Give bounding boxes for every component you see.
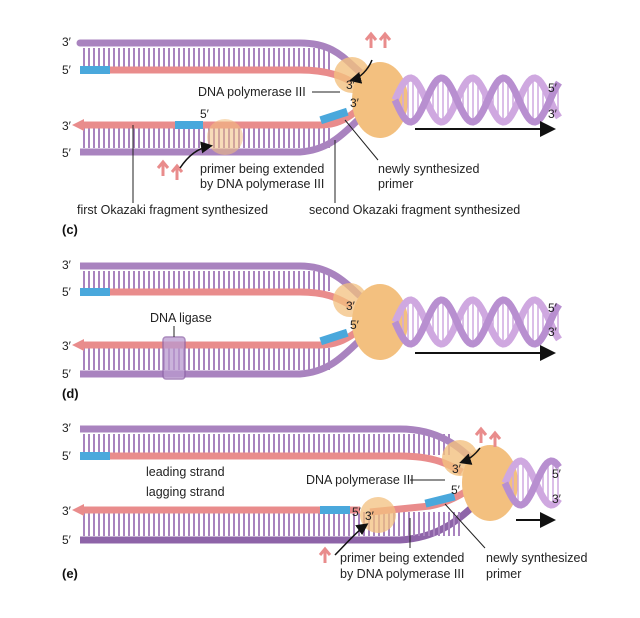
e-leading-new bbox=[80, 452, 464, 476]
c-leading-new bbox=[80, 66, 354, 86]
c-label-dna-pol: DNA polymerase III bbox=[198, 85, 306, 99]
d-end-t1: 3′ bbox=[62, 258, 72, 272]
e-end-t1: 3′ bbox=[62, 421, 72, 435]
e-bottom-rungs bbox=[83, 512, 460, 536]
e-end-b1: 3′ bbox=[62, 504, 72, 518]
e-end-lag5b: 5′ bbox=[451, 483, 461, 497]
d-bottom-rungs bbox=[83, 348, 330, 370]
d-end-fork3: 3′ bbox=[346, 299, 356, 313]
d-lagging-arrowhead bbox=[72, 339, 84, 351]
d-panel-letter: (d) bbox=[62, 386, 79, 401]
e-end-fork3: 3′ bbox=[452, 462, 462, 476]
e-dna-pol-lagging bbox=[360, 497, 396, 533]
e-lagging-arrowhead bbox=[72, 504, 84, 516]
helix-strand bbox=[391, 296, 562, 348]
e-label-primer-ext-1: primer being extended bbox=[340, 551, 464, 565]
e-leader-newly bbox=[444, 503, 486, 549]
d-end-t2: 5′ bbox=[62, 285, 72, 299]
c-end-b2: 5′ bbox=[62, 146, 72, 160]
c-top-rungs bbox=[83, 48, 330, 70]
c-end-r1: 5′ bbox=[548, 81, 558, 95]
c-label-primer-ext-1: primer being extended bbox=[200, 162, 324, 176]
e-label-dna-pol: DNA polymerase III bbox=[306, 473, 414, 487]
c-lagging-arrowhead bbox=[72, 119, 84, 131]
e-incoming-arrow-2 bbox=[334, 523, 369, 556]
e-label-lagging: lagging strand bbox=[146, 485, 225, 499]
c-end-b1: 3′ bbox=[62, 119, 72, 133]
d-bottom-template bbox=[80, 337, 363, 378]
c-lagging-new bbox=[80, 109, 358, 129]
e-end-lag3: 3′ bbox=[365, 509, 375, 523]
e-label-primer-ext-2: by DNA polymerase III bbox=[340, 567, 464, 581]
e-primer-1 bbox=[320, 506, 350, 514]
panel-e: 3′ 5′ 3′ 5′ 5′ 3′ 3′ 5′ 3′ 5′ leading st… bbox=[62, 421, 587, 581]
c-primer-1 bbox=[175, 121, 203, 129]
helix-strand bbox=[391, 74, 562, 126]
e-label-newly-2: primer bbox=[486, 567, 521, 581]
e-top-rungs bbox=[83, 434, 450, 455]
c-end-r2: 3′ bbox=[548, 107, 558, 121]
e-end-r2: 3′ bbox=[552, 492, 562, 506]
c-leader-newly bbox=[344, 119, 379, 161]
e-label-newly-1: newly synthesized bbox=[486, 551, 587, 565]
d-end-r1: 5′ bbox=[548, 301, 558, 315]
e-end-r1: 5′ bbox=[552, 467, 562, 481]
helix-strand bbox=[501, 457, 562, 509]
e-leading-primer bbox=[80, 452, 110, 460]
d-end-b2: 5′ bbox=[62, 367, 72, 381]
helix-strand bbox=[391, 296, 562, 348]
e-helicase bbox=[462, 445, 518, 521]
c-bottom-rungs bbox=[83, 128, 330, 148]
d-primer bbox=[319, 328, 349, 346]
d-leading-primer bbox=[80, 288, 110, 296]
c-end-lag3: 3′ bbox=[350, 96, 360, 110]
c-end-t2: 5′ bbox=[62, 63, 72, 77]
c-incoming-arrow-2 bbox=[179, 141, 213, 169]
d-ligase bbox=[162, 336, 186, 380]
e-nucleotide-icon bbox=[318, 426, 502, 563]
helix-strand bbox=[501, 457, 562, 509]
e-label-leading: leading strand bbox=[146, 465, 225, 479]
e-helix bbox=[501, 457, 562, 509]
d-label-ligase: DNA ligase bbox=[150, 311, 212, 325]
d-leading-new bbox=[80, 288, 354, 310]
c-helix bbox=[391, 74, 562, 126]
e-incoming-arrow-1 bbox=[459, 447, 481, 465]
c-panel-letter: (c) bbox=[62, 222, 78, 237]
c-label-primer-ext-2: by DNA polymerase III bbox=[200, 177, 324, 191]
d-end-lag5: 5′ bbox=[350, 318, 360, 332]
d-helicase bbox=[352, 284, 408, 360]
e-end-lag5a: 5′ bbox=[352, 505, 362, 519]
c-end-lag5: 5′ bbox=[200, 107, 210, 121]
c-label-second-okazaki: second Okazaki fragment synthesized bbox=[309, 203, 520, 217]
c-label-first-okazaki: first Okazaki fragment synthesized bbox=[77, 203, 268, 217]
c-primer-2 bbox=[319, 107, 349, 125]
e-primer-2 bbox=[424, 492, 456, 508]
c-incoming-arrow-1 bbox=[349, 59, 373, 84]
e-end-b2: 5′ bbox=[62, 533, 72, 547]
c-leading-primer bbox=[80, 66, 110, 74]
c-bottom-template bbox=[80, 115, 363, 156]
c-label-newly-1: newly synthesized bbox=[378, 162, 479, 176]
d-end-b1: 3′ bbox=[62, 339, 72, 353]
c-end-fork3: 3′ bbox=[346, 78, 356, 92]
e-end-t2: 5′ bbox=[62, 449, 72, 463]
panel-c: 3′ 5′ 3′ 5′ 5′ 3′ 3′ 5′ 3′ DNA polymeras… bbox=[62, 31, 562, 237]
c-end-t1: 3′ bbox=[62, 35, 72, 49]
d-end-r2: 3′ bbox=[548, 325, 558, 339]
c-helicase bbox=[352, 62, 408, 138]
c-nucleotide-icon bbox=[156, 31, 392, 180]
helix-strand bbox=[391, 74, 562, 126]
panel-d: 3′ 5′ 3′ 5′ 5′ 3′ 3′ 5′ DNA ligase (d) bbox=[62, 258, 562, 401]
e-panel-letter: (e) bbox=[62, 566, 78, 581]
d-lagging-new bbox=[80, 330, 358, 349]
c-label-newly-2: primer bbox=[378, 177, 413, 191]
d-top-rungs bbox=[83, 271, 330, 291]
c-dna-pol-lagging bbox=[207, 119, 243, 155]
d-helix bbox=[391, 296, 562, 348]
